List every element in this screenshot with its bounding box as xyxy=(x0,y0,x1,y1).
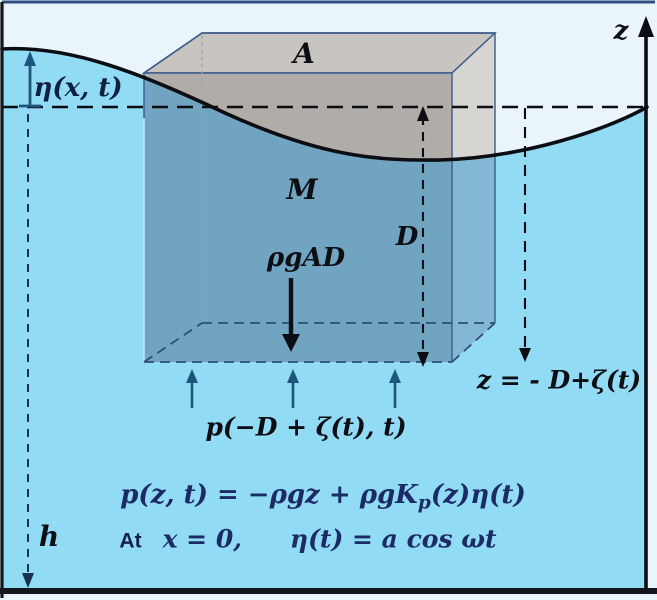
pressure-arrowhead-3 xyxy=(389,369,401,383)
pressure-arrowhead-1 xyxy=(186,369,198,383)
draft-label: D xyxy=(395,222,419,252)
keel-level-arrow xyxy=(519,108,531,362)
pressure-equation-rest: (z)η(t) xyxy=(430,480,526,511)
z-axis-arrowhead xyxy=(638,16,654,37)
pressure-arrowhead-2 xyxy=(287,369,299,383)
z-axis-label: z xyxy=(613,16,629,46)
at-word: At xyxy=(119,529,142,553)
wave-surface-curve xyxy=(0,46,649,162)
bottom-pressure-label: p(−D + ζ(t), t) xyxy=(205,412,407,442)
body-mass-label: M xyxy=(286,173,318,206)
wave-elevation-equation: η(t) = a cos ωt xyxy=(289,524,497,554)
keel-arrowhead-down xyxy=(519,348,531,362)
submerged-box-overlay xyxy=(144,48,495,362)
z-axis xyxy=(638,16,654,589)
surface-elevation-arrow xyxy=(19,51,41,108)
box-bottom-hidden-edges xyxy=(143,322,496,363)
pressure-field-equation: p(z, t) = −ρgz + ρgKp(z)η(t) xyxy=(120,482,526,512)
box-top-face xyxy=(141,32,497,74)
pressure-equation-subscript: p xyxy=(417,491,431,514)
location-condition: x = 0, xyxy=(162,524,242,554)
draft-dimension-arrow xyxy=(417,106,429,367)
depth-arrowhead-down xyxy=(22,573,34,588)
weight-force-label: ρgAD xyxy=(266,243,346,273)
surface-elevation-label: η(x, t) xyxy=(33,73,123,103)
draft-arrowhead-down xyxy=(417,352,429,367)
waterplane-area-label: A xyxy=(293,37,315,70)
water-depth-line xyxy=(22,114,34,588)
keel-level-label: z = - D+ζ(t) xyxy=(476,365,642,395)
weight-force-arrow xyxy=(282,278,300,352)
water-depth-label: h xyxy=(38,520,60,553)
pressure-arrows xyxy=(186,369,401,408)
box-visible-edges xyxy=(141,32,497,362)
wave-condition-equation: At x = 0, η(t) = a cos ωt xyxy=(119,527,496,552)
draft-arrowhead-up xyxy=(417,106,429,121)
pressure-equation-main: p(z, t) = −ρgz + ρgK xyxy=(120,480,418,511)
weight-arrowhead-down xyxy=(282,334,300,352)
eta-arrowhead-up xyxy=(24,51,36,66)
